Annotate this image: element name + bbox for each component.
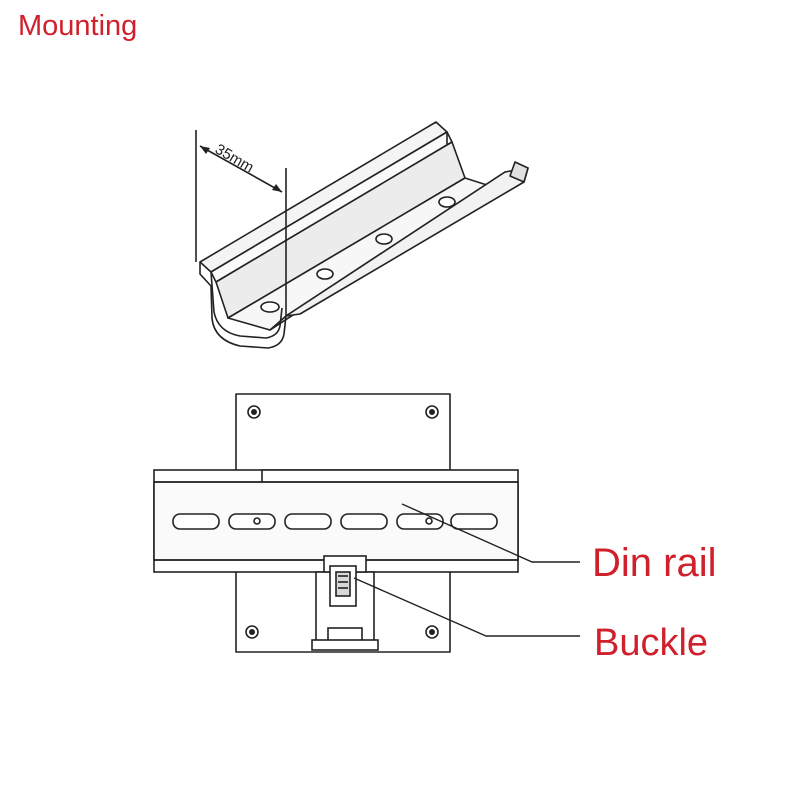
isometric-din-rail <box>199 121 529 349</box>
screw-icon <box>245 405 439 639</box>
buckle-label: Buckle <box>594 622 709 664</box>
dimension-label: 35mm <box>212 141 257 177</box>
din-rail-label: Din rail <box>592 541 717 585</box>
width-dimension <box>195 130 287 316</box>
buckle-clip <box>311 555 379 651</box>
callout-leaders <box>353 503 580 637</box>
page-title: Mounting <box>18 10 138 42</box>
din-rail-front-view <box>153 469 519 573</box>
